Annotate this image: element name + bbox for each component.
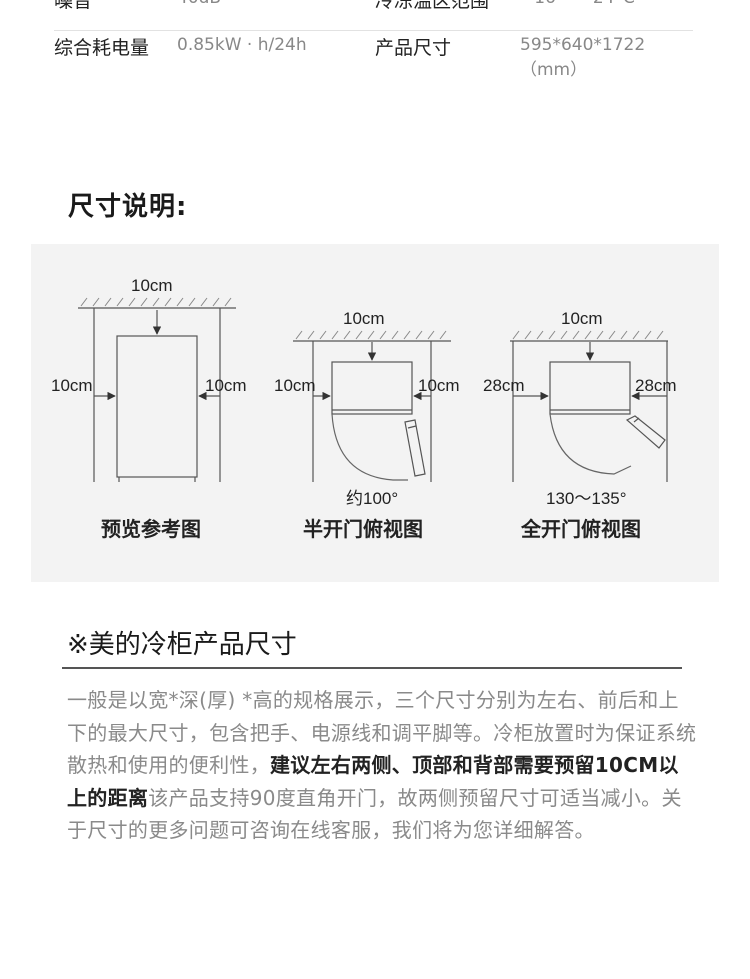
section-title: ※美的冷柜产品尺寸	[67, 630, 297, 660]
half-open-right-gap: 10cm	[418, 376, 460, 395]
half-open-caption: 半开门俯视图	[303, 517, 423, 541]
dimension-diagrams: 10cm 10cm 10cm 预览参考图	[51, 276, 677, 541]
spec-value-freeze-range: −16°~−24°C	[520, 0, 635, 8]
preview-top-gap: 10cm	[131, 276, 173, 295]
full-open-diagram	[510, 330, 668, 482]
section-divider	[62, 667, 682, 669]
preview-left-gap: 10cm	[51, 376, 93, 395]
spec-value-noise: 40dB	[177, 0, 221, 8]
preview-diagram	[78, 297, 236, 482]
explanation-part-1: 一般是以宽*深(厚) *高的规格展示，三个尺寸分别为左右、前后和上下的最大尺寸，…	[67, 688, 697, 777]
spec-label-noise: 噪音	[54, 0, 93, 12]
half-open-angle: 约100°	[346, 489, 398, 508]
full-open-top-gap: 10cm	[561, 309, 603, 328]
explanation-part-2: 该产品支持90度直角开门，故两侧预留尺寸可适当减小。关于尺寸的更多问题可咨询在线…	[67, 785, 682, 843]
spec-label-power: 综合耗电量	[54, 37, 150, 59]
preview-right-gap: 10cm	[205, 376, 247, 395]
dimension-heading: 尺寸说明:	[68, 192, 188, 222]
explanation-emphasis: 建议左右两侧、顶部和背部需要预留10CM以上的距离	[67, 753, 679, 810]
dimension-diagram-panel: 10cm 10cm 10cm 预览参考图	[31, 244, 719, 582]
full-open-caption: 全开门俯视图	[520, 517, 641, 541]
full-open-angle: 130～135°	[546, 489, 627, 508]
spec-label-size: 产品尺寸	[375, 37, 452, 59]
half-open-diagram	[293, 330, 451, 482]
half-open-top-gap: 10cm	[343, 309, 385, 328]
spec-value-size: 595*640*1722（mm）	[520, 35, 646, 80]
spec-label-freeze-range: 冷冻温区范围	[375, 0, 490, 12]
spec-value-power: 0.85kW · h/24h	[177, 35, 307, 55]
full-open-right-gap: 28cm	[635, 376, 677, 395]
full-open-left-gap: 28cm	[483, 376, 525, 395]
spec-row-noise: 噪音 40dB 冷冻温区范围 −16°~−24°C	[54, 0, 693, 31]
preview-caption: 预览参考图	[101, 517, 201, 541]
size-explanation-text: 一般是以宽*深(厚) *高的规格展示，三个尺寸分别为左右、前后和上下的最大尺寸，…	[67, 684, 697, 847]
half-open-left-gap: 10cm	[274, 376, 316, 395]
spec-row-power: 综合耗电量 0.85kW · h/24h 产品尺寸 595*640*1722（m…	[54, 33, 693, 80]
